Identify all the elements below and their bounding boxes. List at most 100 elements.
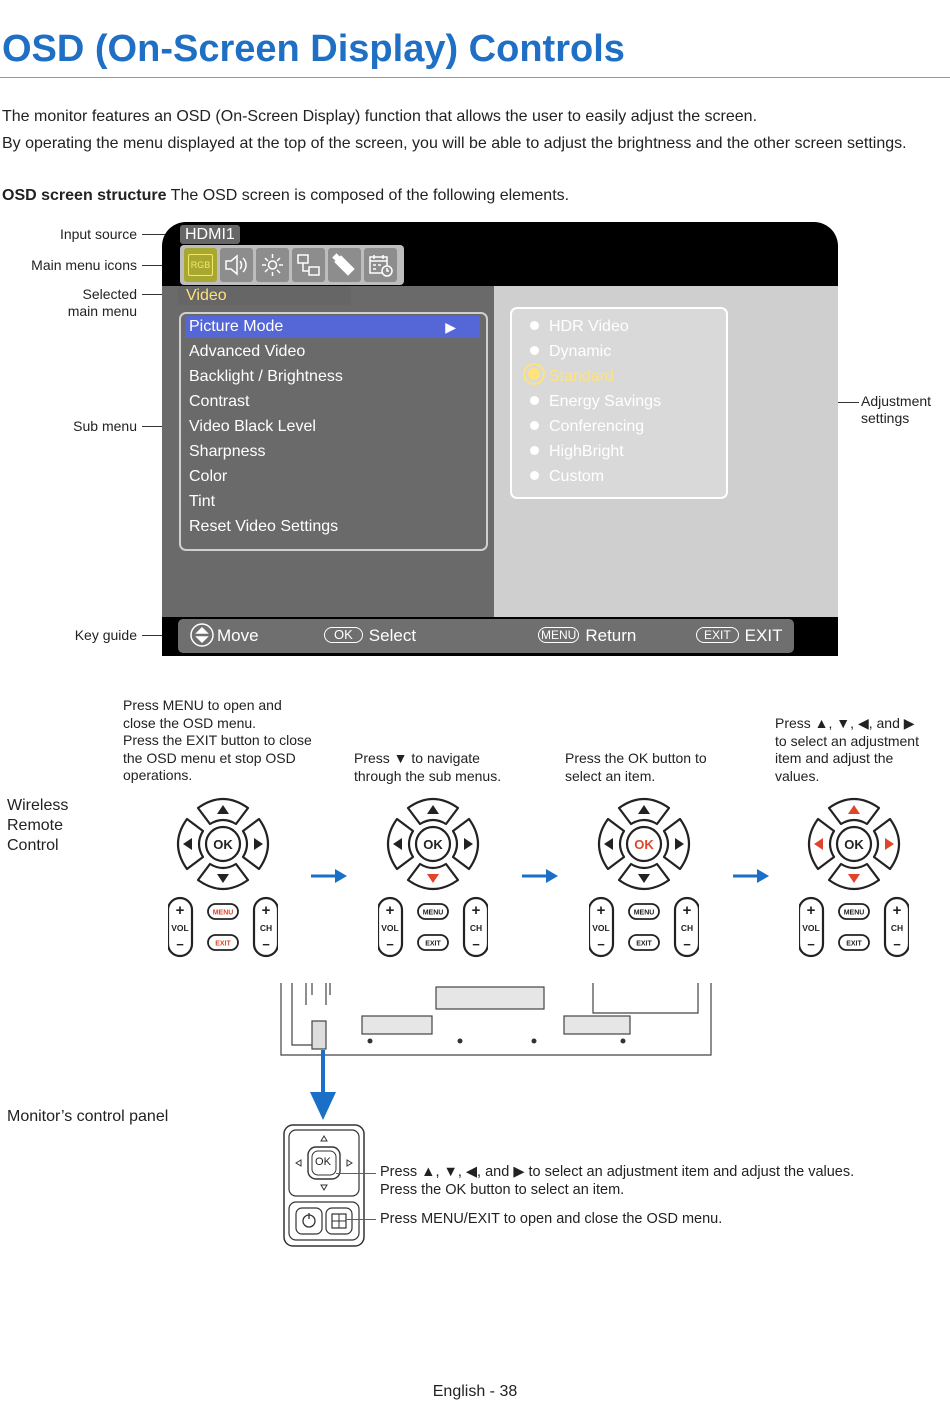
ch-rocker[interactable]: +CH− — [883, 896, 911, 958]
remote-control-illustration: OK +VOL− +CH− MENU EXIT — [376, 797, 490, 958]
panel-ok-button[interactable] — [308, 1153, 338, 1183]
ok-button[interactable]: OK — [414, 825, 452, 863]
sub-menu-panel: Picture Mode ▶ Advanced Video Backlight … — [179, 312, 488, 551]
up-button[interactable] — [196, 797, 250, 826]
input-source-badge: HDMI1 — [180, 225, 240, 244]
vol-rocker[interactable]: +VOL− — [587, 896, 615, 958]
exit-badge: EXIT — [696, 627, 739, 643]
menu-badge: MENU — [538, 627, 580, 643]
remote-step-2: OK +VOL− +CH− MENU EXIT — [376, 794, 490, 959]
vol-rocker[interactable]: +VOL− — [797, 896, 825, 958]
usb-stick-icon[interactable] — [328, 248, 361, 282]
remote-control-illustration: OK +VOL− +CH− MENU EXIT — [587, 797, 701, 958]
panel-power-button[interactable] — [296, 1208, 322, 1234]
sub-menu-item-contrast[interactable]: Contrast — [189, 393, 250, 410]
option-custom[interactable]: Custom — [530, 466, 604, 488]
vol-rocker[interactable]: +VOL− — [166, 896, 194, 958]
right-button[interactable] — [241, 817, 270, 871]
intro-line-1: The monitor features an OSD (On-Screen D… — [2, 108, 758, 125]
vol-rocker[interactable]: +VOL− — [376, 896, 404, 958]
up-button[interactable] — [406, 797, 460, 826]
exit-label: EXIT — [636, 941, 652, 948]
schedule-icon[interactable] — [364, 248, 397, 282]
exit-button[interactable]: EXIT — [838, 934, 870, 951]
option-highbright[interactable]: HighBright — [530, 441, 624, 463]
wireless-remote-label: Wireless Remote Control — [7, 796, 68, 856]
down-button[interactable] — [617, 862, 671, 891]
ch-rocker[interactable]: +CH− — [462, 896, 490, 958]
sub-menu-item-backlight[interactable]: Backlight / Brightness — [189, 368, 343, 385]
radio-selected-icon — [528, 368, 540, 380]
option-hdr-video[interactable]: HDR Video — [530, 316, 629, 338]
option-dynamic[interactable]: Dynamic — [530, 341, 611, 363]
down-button[interactable] — [196, 862, 250, 891]
structure-text: The OSD screen is composed of the follow… — [166, 187, 570, 204]
right-button[interactable] — [451, 817, 480, 871]
menu-button[interactable]: MENU — [838, 903, 870, 920]
rgb-icon[interactable]: RGB — [184, 248, 217, 282]
rgb-icon-label: RGB — [188, 254, 213, 276]
menu-button[interactable]: MENU — [417, 903, 449, 920]
callout-key-guide: Key guide — [74, 627, 137, 643]
radio-dot-icon — [530, 421, 539, 430]
key-guide-exit-label: EXIT — [744, 626, 783, 645]
arrow-right-icon — [733, 869, 769, 883]
ok-button[interactable]: OK — [835, 825, 873, 863]
ch-label: CH — [470, 923, 482, 933]
left-button[interactable] — [807, 817, 836, 871]
right-button[interactable] — [662, 817, 691, 871]
sub-menu-item-sharpness[interactable]: Sharpness — [189, 443, 266, 460]
right-button[interactable] — [872, 817, 901, 871]
sub-menu-item-color[interactable]: Color — [189, 468, 228, 485]
vol-label: VOL — [171, 923, 188, 933]
plus-icon: + — [176, 902, 185, 919]
up-button[interactable] — [617, 797, 671, 826]
vol-label: VOL — [381, 923, 398, 933]
step-1-text: Press MENU to open and close the OSD men… — [123, 697, 312, 785]
sub-menu-item-reset-video[interactable]: Reset Video Settings — [189, 518, 339, 535]
key-guide-move: Move — [190, 619, 259, 653]
menu-label: MENU — [213, 910, 234, 917]
option-label: Standard — [549, 368, 614, 385]
exit-button[interactable]: EXIT — [628, 934, 660, 951]
sub-menu-item-tint[interactable]: Tint — [189, 493, 216, 510]
speaker-icon[interactable] — [220, 248, 253, 282]
callout-selected-l2: main menu — [67, 303, 137, 319]
menu-button[interactable]: MENU — [207, 903, 239, 920]
panel-menu-exit-button[interactable] — [326, 1208, 352, 1234]
network-icon[interactable] — [292, 248, 325, 282]
option-conferencing[interactable]: Conferencing — [530, 416, 644, 438]
exit-button[interactable]: EXIT — [417, 934, 449, 951]
selected-main-menu[interactable]: Video — [178, 286, 351, 305]
up-button[interactable] — [827, 797, 881, 826]
option-energy-savings[interactable]: Energy Savings — [530, 391, 661, 413]
sub-menu-item-video-black-level[interactable]: Video Black Level — [189, 418, 316, 435]
callout-adjustment-l2: settings — [861, 410, 910, 426]
down-button[interactable] — [406, 862, 460, 891]
control-panel-desc: Press ▲, ▼, ◀, and ▶ to select an adjust… — [380, 1164, 854, 1199]
chevron-right-icon: ▶ — [445, 319, 456, 335]
gear-icon[interactable] — [256, 248, 289, 282]
left-button[interactable] — [176, 817, 205, 871]
option-standard[interactable]: Standard — [528, 366, 614, 388]
exit-button[interactable]: EXIT — [207, 934, 239, 951]
sub-menu-item-picture-mode[interactable]: Picture Mode ▶ — [185, 316, 480, 338]
left-button[interactable] — [597, 817, 626, 871]
sub-menu-item-advanced-video[interactable]: Advanced Video — [189, 343, 306, 360]
step-4-line: item and adjust the — [775, 750, 894, 766]
ch-rocker[interactable]: +CH− — [252, 896, 280, 958]
ch-rocker[interactable]: +CH− — [673, 896, 701, 958]
ok-button[interactable]: OK — [204, 825, 242, 863]
radio-dot-icon — [530, 346, 539, 355]
left-button[interactable] — [386, 817, 415, 871]
down-button[interactable] — [827, 862, 881, 891]
key-guide-return-label: Return — [585, 626, 637, 645]
control-panel-desc-menu: Press MENU/EXIT to open and close the OS… — [380, 1211, 723, 1227]
menu-button[interactable]: MENU — [628, 903, 660, 920]
ok-button[interactable]: OK — [625, 825, 663, 863]
arrow-right-icon — [311, 869, 347, 883]
